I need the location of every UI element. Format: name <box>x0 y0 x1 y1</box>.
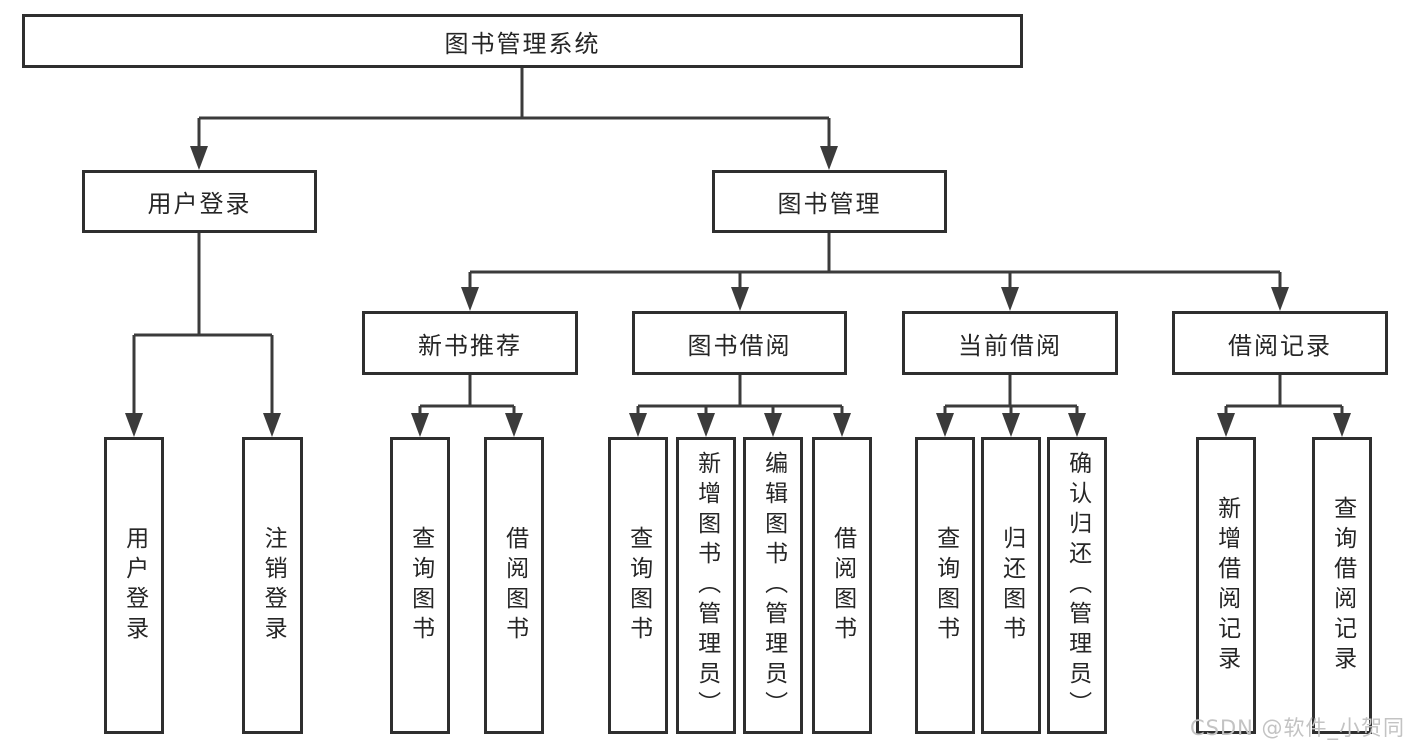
arrowheads <box>125 146 1351 437</box>
node-current-borrowing-label: 当前借阅 <box>958 331 1062 360</box>
node-borrow-records: 借阅记录 <box>1172 311 1388 375</box>
leaf-edit-books-admin-label: 编辑图书（管理员） <box>760 450 787 721</box>
node-root-system: 图书管理系统 <box>22 14 1023 68</box>
node-book-borrowing-label: 图书借阅 <box>687 331 792 360</box>
leaf-logout: 注销登录 <box>242 437 303 734</box>
leaf-add-books-admin-label: 新增图书（管理员） <box>693 450 720 721</box>
node-book-management-branch-label: 图书管理 <box>777 190 882 218</box>
leaf-borrowing-query-books-label: 查询图书 <box>625 525 652 646</box>
node-user-login-branch: 用户登录 <box>82 170 317 233</box>
node-user-login-branch-label: 用户登录 <box>147 190 252 218</box>
tree-edges <box>132 68 1344 417</box>
leaf-edit-books-admin: 编辑图书（管理员） <box>743 437 803 734</box>
node-current-borrowing: 当前借阅 <box>902 311 1118 375</box>
leaf-add-borrow-record: 新增借阅记录 <box>1196 437 1256 734</box>
leaf-add-borrow-record-label: 新增借阅记录 <box>1213 495 1240 676</box>
node-root-label: 图书管理系统 <box>444 29 601 58</box>
leaf-current-query-books: 查询图书 <box>915 437 975 734</box>
leaf-confirm-return-admin-label: 确认归还（管理员） <box>1064 450 1091 721</box>
leaf-user-login-label: 用户登录 <box>121 525 148 646</box>
leaf-return-books-label: 归还图书 <box>998 525 1025 646</box>
leaf-add-books-admin: 新增图书（管理员） <box>676 437 736 734</box>
csdn-watermark: CSDN @软件_小贺同学 <box>1190 716 1405 740</box>
leaf-logout-label: 注销登录 <box>260 525 287 646</box>
leaf-recommend-query-books-label: 查询图书 <box>407 525 434 646</box>
node-new-book-recommend-label: 新书推荐 <box>418 331 522 360</box>
leaf-confirm-return-admin: 确认归还（管理员） <box>1047 437 1107 734</box>
leaf-recommend-borrow-books: 借阅图书 <box>484 437 544 734</box>
leaf-user-login: 用户登录 <box>104 437 164 734</box>
leaf-query-borrow-record-label: 查询借阅记录 <box>1329 495 1356 676</box>
leaf-recommend-borrow-books-label: 借阅图书 <box>501 525 528 646</box>
leaf-borrowing-query-books: 查询图书 <box>608 437 668 734</box>
leaf-return-books: 归还图书 <box>981 437 1041 734</box>
node-book-management-branch: 图书管理 <box>712 170 947 233</box>
leaf-current-query-books-label: 查询图书 <box>932 525 959 646</box>
leaf-borrowing-borrow-books: 借阅图书 <box>812 437 872 734</box>
node-book-borrowing: 图书借阅 <box>632 311 847 375</box>
leaf-recommend-query-books: 查询图书 <box>390 437 450 734</box>
leaf-borrowing-borrow-books-label: 借阅图书 <box>829 525 856 646</box>
leaf-query-borrow-record: 查询借阅记录 <box>1312 437 1372 734</box>
node-borrow-records-label: 借阅记录 <box>1228 331 1332 360</box>
node-new-book-recommend: 新书推荐 <box>362 311 578 375</box>
